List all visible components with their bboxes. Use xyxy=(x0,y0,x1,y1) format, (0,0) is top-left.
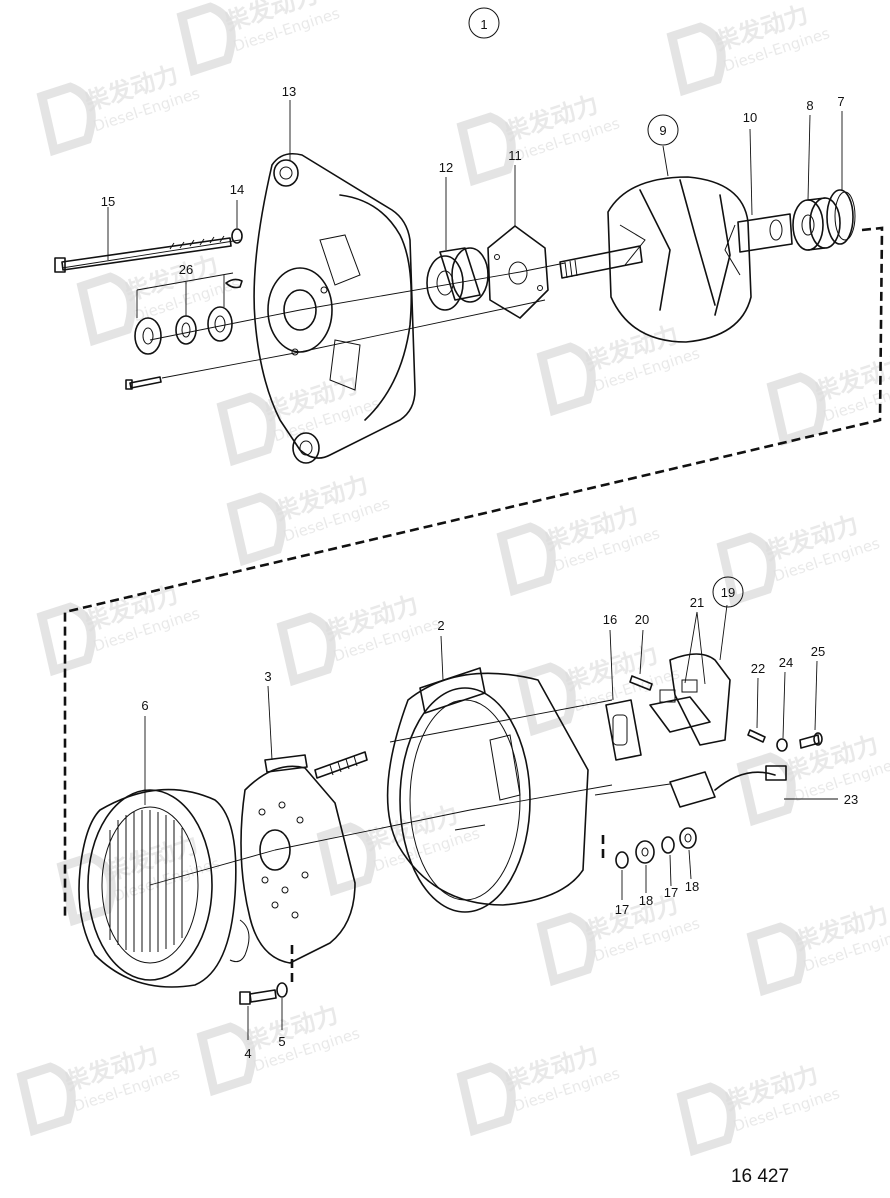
screw-22 xyxy=(747,729,766,743)
washer-17b xyxy=(661,836,675,854)
callout-13: 13 xyxy=(282,84,296,99)
svg-text:1: 1 xyxy=(480,17,487,32)
nut-18b xyxy=(679,827,697,849)
callout-17a: 17 xyxy=(615,902,629,917)
callout-18a: 18 xyxy=(639,893,653,908)
callout-12: 12 xyxy=(439,160,453,175)
brush-holder-16 xyxy=(605,699,642,761)
callout-26: 26 xyxy=(179,262,193,277)
screw-25 xyxy=(799,732,823,749)
through-bolt-15 xyxy=(54,235,232,273)
callout-9: 9 xyxy=(659,123,666,138)
callout-20: 20 xyxy=(635,612,649,627)
callout-15: 15 xyxy=(101,194,115,209)
washer-24 xyxy=(776,738,788,752)
nut-18a xyxy=(635,840,655,864)
callout-leaders xyxy=(107,100,843,1040)
washer-5 xyxy=(276,982,288,998)
callout-10: 10 xyxy=(743,110,757,125)
rotor-9 xyxy=(559,176,793,343)
callout-14: 14 xyxy=(230,182,244,197)
callout-6: 6 xyxy=(141,698,148,713)
assembly-connector xyxy=(63,226,884,920)
bolt-4 xyxy=(239,989,277,1005)
callout-16: 16 xyxy=(603,612,617,627)
reference-number: 16 427 xyxy=(731,1166,789,1187)
callout-11: 11 xyxy=(508,148,522,163)
screw-20 xyxy=(629,675,653,691)
callout-8: 8 xyxy=(806,98,813,113)
callout-2: 2 xyxy=(437,618,444,633)
callout-21: 21 xyxy=(690,595,704,610)
spacer-7 xyxy=(826,189,856,245)
callout-23: 23 xyxy=(844,792,858,807)
suppressor-23 xyxy=(669,765,787,808)
callout-24: 24 xyxy=(779,655,793,670)
callout-22: 22 xyxy=(751,661,765,676)
callout-17b: 17 xyxy=(664,885,678,900)
group-marker: 1 xyxy=(468,7,500,39)
rectifier-3 xyxy=(240,751,368,964)
end-shield-13 xyxy=(253,152,416,464)
circle-9 xyxy=(647,114,679,146)
callout-18b: 18 xyxy=(685,879,699,894)
circle-19 xyxy=(712,576,744,608)
stator-6 xyxy=(78,788,250,988)
callout-5: 5 xyxy=(278,1034,285,1049)
washer-17a xyxy=(615,851,629,869)
callout-7: 7 xyxy=(837,94,844,109)
bushing-set-26 xyxy=(134,272,243,355)
bearing-8 xyxy=(792,197,841,251)
callout-19: 19 xyxy=(721,585,735,600)
callout-3: 3 xyxy=(264,669,271,684)
callout-25: 25 xyxy=(811,644,825,659)
housing-2 xyxy=(386,667,589,913)
washer-14 xyxy=(231,228,243,244)
callout-labels: 15 14 13 12 11 9 10 8 7 26 6 3 2 4 5 16 … xyxy=(101,84,858,1061)
callout-4: 4 xyxy=(244,1046,251,1061)
screw-small-top xyxy=(125,376,162,390)
regulator-19 xyxy=(649,653,731,746)
